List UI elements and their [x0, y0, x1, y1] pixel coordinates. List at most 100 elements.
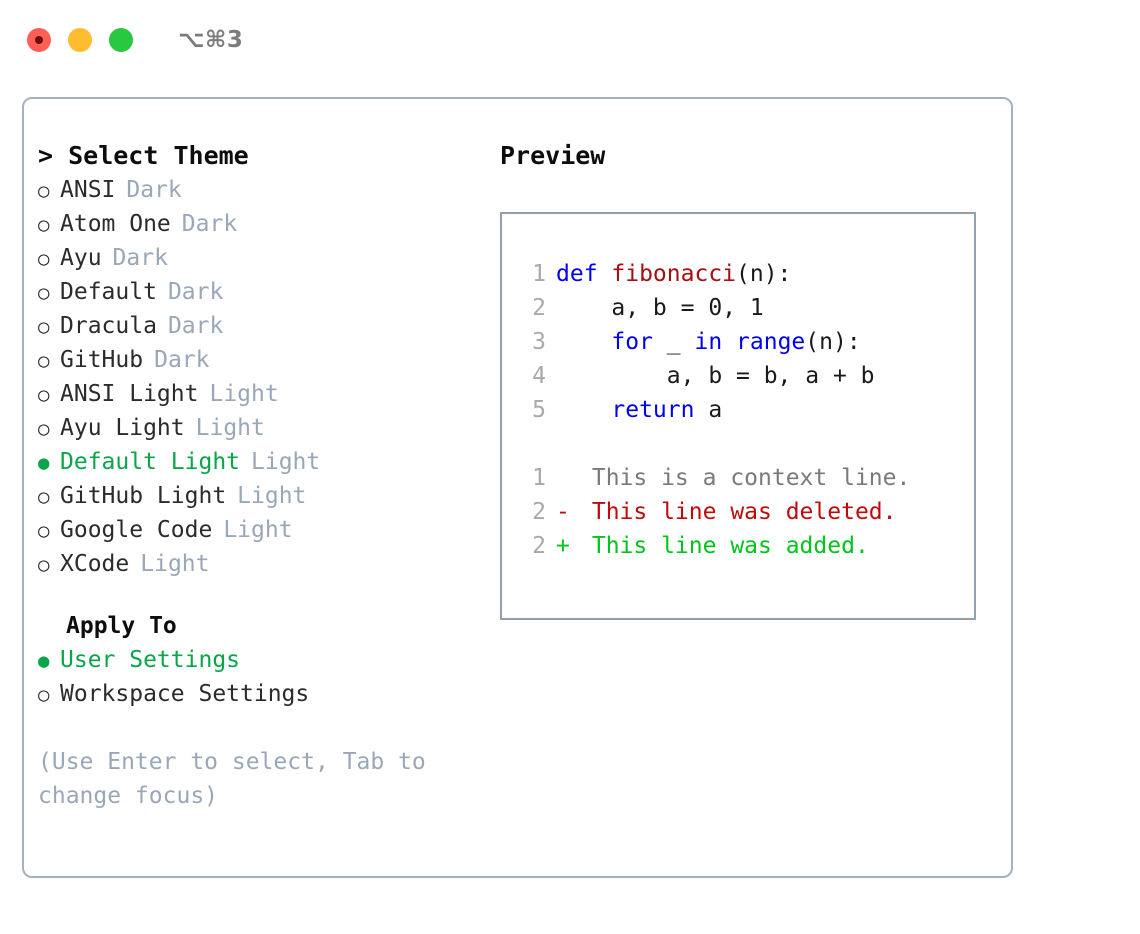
theme-option-label: GitHub: [60, 347, 144, 373]
diff-sign: +: [556, 533, 570, 559]
theme-option-xcode[interactable]: ○ XCode Light: [38, 547, 478, 581]
diff-line-text: This is a context line.: [578, 465, 911, 491]
theme-option-tag: Dark: [167, 279, 224, 305]
theme-option-ayu[interactable]: ○ Ayu Dark: [38, 241, 478, 275]
theme-option-label: Atom One: [60, 211, 171, 237]
code-line-text: for _ in range(n):: [556, 325, 860, 359]
theme-option-label: ANSI: [60, 177, 116, 203]
window-titlebar: ⌥⌘3: [0, 0, 1140, 80]
theme-option-tag: Light: [140, 551, 210, 577]
radio-unselected-icon[interactable]: ○: [38, 684, 50, 706]
close-button[interactable]: [27, 28, 51, 52]
diff-sign: -: [556, 499, 570, 525]
code-line-text: a, b = b, a + b: [556, 359, 875, 393]
theme-option-tag: Dark: [181, 211, 238, 237]
radio-selected-icon[interactable]: ●: [38, 452, 50, 474]
code-token-kw: for: [611, 329, 653, 355]
theme-option-label: GitHub Light: [60, 483, 227, 509]
apply-to-option-workspace-settings[interactable]: ○ Workspace Settings: [38, 677, 478, 711]
traffic-lights: [27, 28, 133, 52]
theme-option-tag: Dark: [126, 177, 182, 203]
theme-option-label: Default: [60, 279, 157, 305]
theme-option-default[interactable]: ○ Default Dark: [38, 275, 478, 309]
code-line-number: 4: [532, 363, 546, 389]
code-line-text: a, b = 0, 1: [556, 291, 764, 325]
diff-line-text: This line was deleted.: [578, 499, 897, 525]
window-title: ⌥⌘3: [178, 27, 244, 53]
code-token-plain: a, b = b, a + b: [556, 363, 875, 389]
theme-option-ansi[interactable]: ○ ANSI Dark: [38, 173, 478, 207]
code-token-plain: (n):: [736, 261, 792, 287]
code-token-fn: fibonacci: [611, 261, 737, 287]
code-token-kw: return: [611, 397, 695, 423]
code-line-text: return a: [556, 393, 722, 427]
radio-unselected-icon[interactable]: ○: [38, 350, 50, 372]
theme-option-label: Ayu Light: [60, 415, 185, 441]
theme-option-tag: Light: [223, 517, 293, 543]
code-line-text: def fibonacci(n):: [556, 257, 791, 291]
theme-option-tag: Dark: [167, 313, 224, 339]
code-line-number: 3: [532, 329, 546, 355]
theme-option-tag: Light: [251, 449, 321, 475]
radio-unselected-icon[interactable]: ○: [38, 486, 50, 508]
code-token-kw: range: [736, 329, 806, 355]
radio-unselected-icon[interactable]: ○: [38, 316, 50, 338]
code-line: 1 def fibonacci(n):: [512, 257, 968, 291]
theme-option-dracula[interactable]: ○ Dracula Dark: [38, 309, 478, 343]
diff-line-text: This line was added.: [578, 533, 869, 559]
theme-option-label: XCode: [60, 551, 130, 577]
theme-option-default-light[interactable]: ● Default Light Light: [38, 445, 478, 479]
apply-to-heading: Apply To: [66, 613, 177, 639]
code-line: 3 for _ in range(n):: [512, 325, 968, 359]
diff-sample: 1 This is a context line. 2- This line wa…: [512, 461, 968, 563]
diff-line-number: 2: [532, 499, 546, 525]
minimize-button[interactable]: [68, 28, 92, 52]
code-token-kw: def: [556, 261, 612, 287]
theme-option-label: Default Light: [60, 449, 241, 475]
theme-option-tag: Light: [237, 483, 307, 509]
apply-to-option-user-settings[interactable]: ● User Settings: [38, 643, 478, 677]
theme-option-atom-one[interactable]: ○ Atom One Dark: [38, 207, 478, 241]
diff-line-number: 2: [532, 533, 546, 559]
theme-option-label: Dracula: [60, 313, 157, 339]
preview-heading: Preview: [500, 141, 606, 170]
select-theme-heading: > Select Theme: [38, 141, 249, 170]
radio-unselected-icon[interactable]: ○: [38, 384, 50, 406]
code-token-kw: in: [694, 329, 723, 355]
radio-unselected-icon[interactable]: ○: [38, 418, 50, 440]
code-token-plain: [556, 397, 611, 423]
theme-option-github-light[interactable]: ○ GitHub Light Light: [38, 479, 478, 513]
theme-option-tag: Dark: [112, 245, 168, 271]
code-token-plain: a: [694, 397, 723, 423]
code-line-number: 2: [532, 295, 546, 321]
radio-unselected-icon[interactable]: ○: [38, 554, 50, 576]
radio-selected-icon[interactable]: ●: [38, 650, 50, 672]
theme-option-label: Ayu: [60, 245, 102, 271]
zoom-button[interactable]: [109, 28, 133, 52]
code-diff-spacer: [512, 427, 968, 461]
code-line-number: 1: [532, 261, 546, 287]
keyboard-hint: (Use Enter to select, Tab to change focu…: [38, 749, 440, 809]
radio-unselected-icon[interactable]: ○: [38, 248, 50, 270]
code-line-number: 5: [532, 397, 546, 423]
diff-line-ctx: 1 This is a context line.: [512, 461, 968, 495]
apply-to-option-label: User Settings: [60, 647, 241, 673]
code-line: 2 a, b = 0, 1: [512, 291, 968, 325]
apply-to-list: ● User Settings ○ Workspace Settings: [38, 643, 478, 711]
radio-unselected-icon[interactable]: ○: [38, 520, 50, 542]
radio-unselected-icon[interactable]: ○: [38, 214, 50, 236]
radio-unselected-icon[interactable]: ○: [38, 180, 50, 202]
code-token-plain: a, b = 0, 1: [556, 295, 764, 321]
radio-unselected-icon[interactable]: ○: [38, 282, 50, 304]
apply-to-option-label: Workspace Settings: [60, 681, 310, 707]
